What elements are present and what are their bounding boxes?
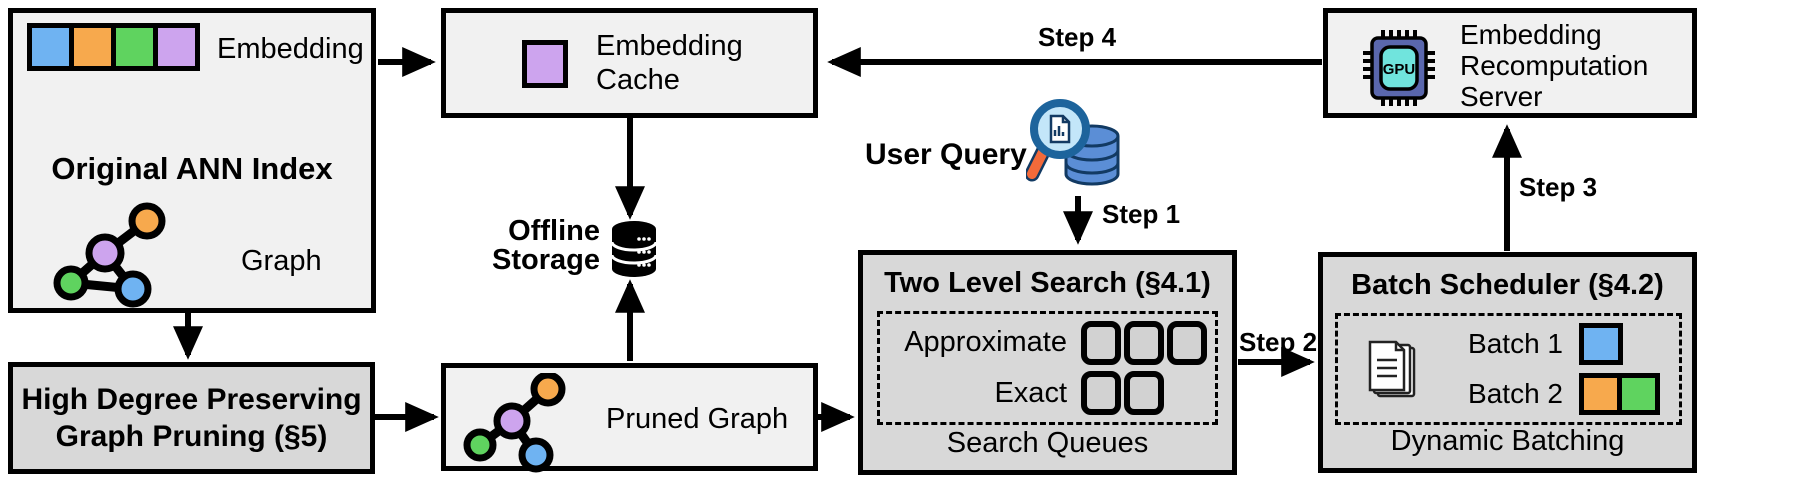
documents-icon	[1368, 340, 1416, 398]
batch2-slots	[1579, 372, 1679, 415]
pruned-graph-label: Pruned Graph	[606, 403, 789, 435]
graph-icon	[53, 202, 166, 308]
batch2-label: Batch 2	[1468, 377, 1563, 409]
original-ann-index-box: Embedding Original ANN Index Graph	[8, 8, 376, 313]
database-icon	[610, 221, 658, 277]
embedding-cache-line1: Embedding	[596, 30, 743, 62]
query-search-icon	[1026, 99, 1120, 186]
two-level-search-title: Two Level Search (§4.1)	[884, 267, 1211, 299]
magnifier-icon	[1026, 99, 1090, 182]
embedding-cache-title: Embedding Cache	[596, 29, 743, 97]
step1-label: Step 1	[1102, 199, 1181, 229]
batch-scheduler-title: Batch Scheduler (§4.2)	[1351, 269, 1664, 301]
approximate-queue-row: Approximate	[880, 320, 1215, 365]
dynamic-batching-caption: Dynamic Batching	[1390, 425, 1625, 457]
embedding-vector-icon	[27, 23, 200, 71]
queue-slot	[1081, 320, 1121, 365]
search-queues-panel: Approximate Exact	[877, 311, 1218, 425]
queue-slot	[1124, 320, 1164, 365]
batch2-item-pair	[1579, 372, 1660, 415]
batch1-item-blue	[1579, 323, 1623, 366]
two-level-search-box: Two Level Search (§4.1) Approximate Exac…	[858, 250, 1237, 475]
graph-pruning-title-line1: High Degree Preserving	[21, 383, 362, 416]
offline-storage-line2: Storage	[492, 244, 600, 276]
approximate-queue-slots	[1081, 320, 1215, 365]
server-title-line3: Server	[1460, 81, 1543, 112]
batch-scheduler-box: Batch Scheduler (§4.2) Batch 1 Batch 2	[1318, 252, 1697, 473]
document-chart-glyph	[1049, 114, 1071, 144]
queue-slot	[1167, 320, 1207, 365]
offline-storage-label: Offline Storage	[458, 217, 600, 275]
embedding-label: Embedding	[217, 33, 364, 65]
batch2-item-orange	[1584, 377, 1617, 410]
user-query-label: User Query	[865, 138, 1027, 171]
embedding-cell-blue	[32, 28, 69, 66]
recomputation-server-box: GPU Embedding Recomputation Server	[1323, 8, 1697, 118]
search-queues-caption: Search Queues	[946, 427, 1149, 459]
server-title-line2: Recomputation	[1460, 50, 1649, 81]
approximate-label: Approximate	[904, 326, 1067, 359]
cached-embedding-icon	[522, 40, 568, 88]
embedding-cache-line2: Cache	[596, 64, 680, 96]
batch1-row: Batch 1	[1430, 323, 1679, 366]
graph-pruning-box: High Degree Preserving Graph Pruning (§5…	[8, 362, 375, 474]
queue-slot	[1124, 371, 1164, 416]
graph-pruning-title-line2: Graph Pruning (§5)	[55, 420, 328, 453]
gpu-chip-icon: GPU	[1363, 30, 1435, 106]
queue-slot	[1081, 371, 1121, 416]
recomputation-server-title: Embedding Recomputation Server	[1460, 19, 1648, 112]
pruned-graph-icon	[463, 373, 566, 473]
exact-queue-row: Exact	[880, 371, 1215, 416]
embedding-cell-purple	[158, 28, 195, 66]
exact-queue-slots	[1081, 371, 1215, 416]
pruned-graph-box: Pruned Graph	[441, 363, 818, 473]
exact-label: Exact	[994, 376, 1067, 409]
batch1-slots	[1579, 323, 1679, 366]
batch2-row: Batch 2	[1430, 372, 1679, 415]
embedding-cache-box: Embedding Cache	[441, 8, 818, 118]
step3-label: Step 3	[1519, 172, 1598, 202]
graph-label: Graph	[241, 245, 322, 277]
embedding-cell-orange	[74, 28, 111, 66]
offline-storage-line1: Offline	[508, 215, 600, 247]
server-title-line1: Embedding	[1460, 19, 1602, 50]
batch1-label: Batch 1	[1468, 328, 1563, 360]
batch2-item-green	[1622, 377, 1655, 410]
dynamic-batching-panel: Batch 1 Batch 2	[1335, 313, 1682, 425]
step2-label: Step 2	[1239, 327, 1318, 357]
embedding-cell-green	[116, 28, 153, 66]
step4-label: Step 4	[1038, 22, 1117, 52]
original-ann-index-title: Original ANN Index	[51, 151, 333, 186]
gpu-chip-text: GPU	[1383, 61, 1416, 78]
